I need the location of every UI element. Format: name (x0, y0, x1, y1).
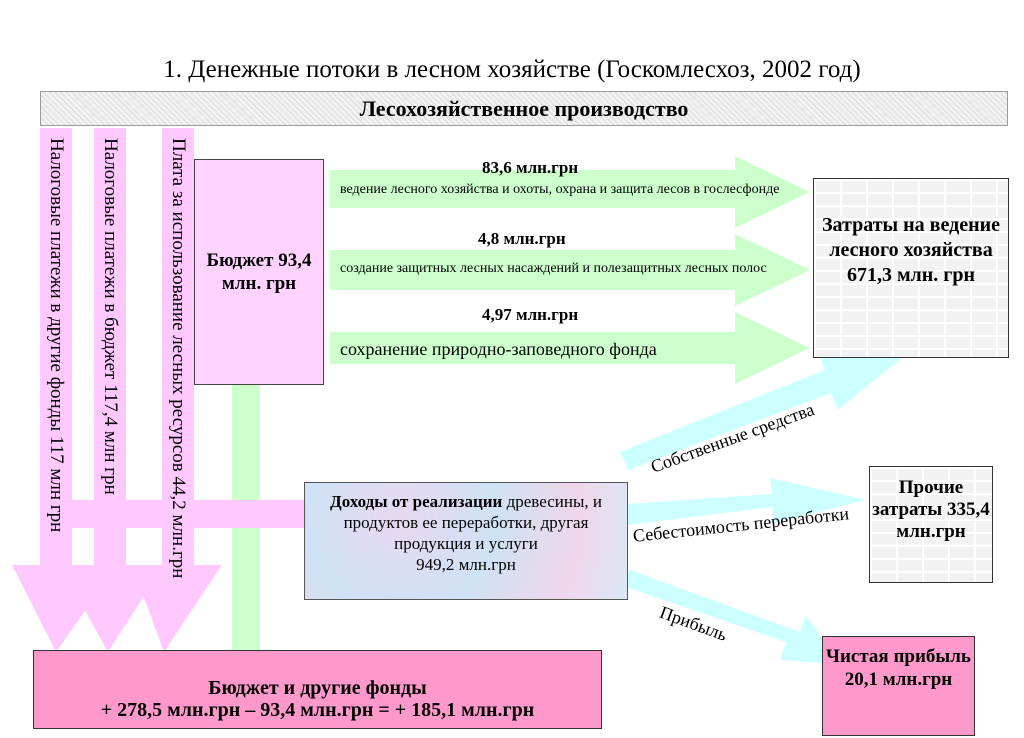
cyan-arrow-profit (620, 570, 840, 664)
income-title: Доходы от реализации (330, 492, 503, 511)
flow-label-taxes-other-funds: Налоговые платежи в другие фонды 117 млн… (46, 138, 67, 533)
other-costs-label: Прочие затраты 335,4 млн.грн (872, 477, 990, 542)
income-value: 949,2 млн.грн (416, 555, 516, 574)
flow-desc-2: создание защитных лесных насаждений и по… (340, 261, 767, 276)
budget-funds-equation: + 278,5 млн.грн – 93,4 млн.грн = + 185,1… (100, 699, 535, 721)
flow-label-taxes-budget: Налоговые платежи в бюджет 117,4 млн грн (100, 138, 121, 495)
flow-amount-3: 4,97 млн.грн (482, 305, 579, 324)
flow-label-resource-fee: Плата за использование лесных ресурсов 4… (168, 138, 189, 579)
cyan-arrow-processing (628, 478, 866, 525)
flow-desc-3: сохранение природно-заповедного фонда (340, 339, 657, 359)
budget-funds-title: Бюджет и другие фонды (208, 677, 427, 699)
green-arrow-3 (330, 312, 810, 384)
pink-arrow-2 (60, 128, 164, 652)
income-box: Доходы от реализации древесины, и продук… (304, 482, 628, 600)
forestry-production-header: Лесохозяйственное производство (40, 91, 1008, 126)
forestry-costs-label: Затраты на ведение лесного хозяйства 671… (821, 214, 1000, 286)
forestry-costs-box: Затраты на ведение лесного хозяйства 671… (813, 178, 1009, 358)
budget-box: Бюджет 93,4 млн. грн (194, 159, 324, 385)
diagram-title: 1. Денежные потоки в лесном хозяйстве (Г… (163, 56, 861, 83)
flow-amount-1: 83,6 млн.грн (482, 158, 579, 177)
other-costs-box: Прочие затраты 335,4 млн.грн (869, 466, 993, 583)
cyan-arrow-own-funds (620, 353, 903, 470)
budget-funds-box: Бюджет и другие фонды + 278,5 млн.грн – … (33, 650, 602, 729)
net-profit-box: Чистая прибыль 20,1 млн.грн (822, 636, 975, 736)
pink-arrow-3 (132, 128, 222, 652)
flow-desc-1: ведение лесного хозяйства и охоты, охран… (340, 182, 780, 197)
pink-arrow-1 (12, 128, 118, 652)
budget-label: Бюджет 93,4 млн. грн (206, 250, 312, 294)
flow-amount-2: 4,8 млн.грн (478, 229, 566, 248)
net-profit-label: Чистая прибыль 20,1 млн.грн (826, 646, 971, 690)
income-text: древесины, и продуктов ее переработки, д… (343, 492, 602, 553)
green-arrow-1 (330, 156, 810, 228)
green-arrow-2 (330, 234, 810, 306)
